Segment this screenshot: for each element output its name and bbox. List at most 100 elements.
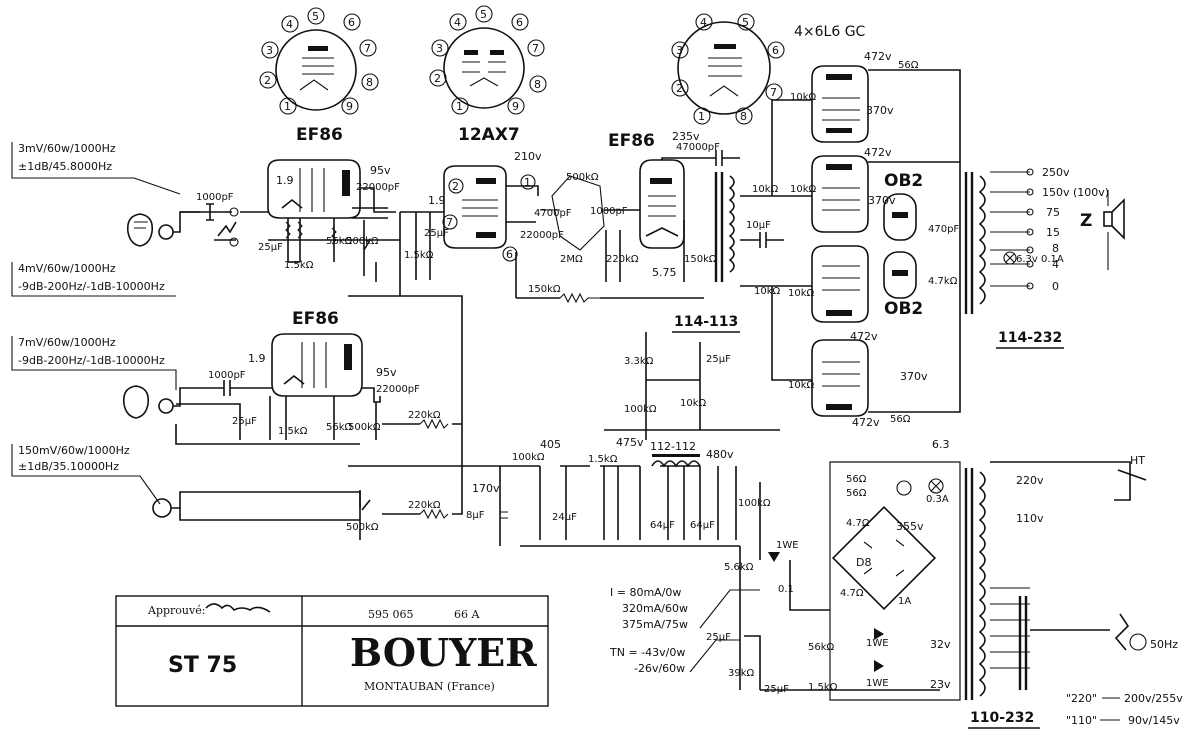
- 12ax7-label: 12AX7: [458, 125, 520, 145]
- svg-text:7: 7: [364, 42, 371, 55]
- pinout-12ax7: 5 4 6 3 7 2 8 1 9: [429, 5, 547, 115]
- v-label-14: 1.9: [248, 352, 266, 365]
- r34-value: 56Ω: [846, 488, 867, 499]
- input-1-level: 3mV/60w/1000Hz: [18, 142, 116, 155]
- r5-value: 2MΩ: [560, 254, 583, 265]
- v-label-13: 472v: [852, 416, 880, 429]
- v-label-18: 475v: [616, 436, 644, 449]
- svg-text:5: 5: [312, 10, 319, 23]
- v-23: 23v: [930, 678, 951, 691]
- svg-text:9: 9: [346, 100, 353, 113]
- tap-250: 250v: [1042, 166, 1070, 179]
- c2-value: 22000pF: [356, 182, 400, 193]
- v-label-11: 472v: [850, 330, 878, 343]
- d2-label: 1WE: [866, 638, 889, 649]
- svg-text:8: 8: [534, 78, 541, 91]
- svg-text:1: 1: [284, 100, 291, 113]
- svg-text:2: 2: [434, 72, 441, 85]
- power-tube-2: [811, 155, 869, 233]
- r2-value: 56kΩ: [326, 236, 353, 247]
- v-label-17: 405: [540, 438, 561, 451]
- input-3-level: 7mV/60w/1000Hz: [18, 336, 116, 349]
- r21-value: 500kΩ: [348, 422, 381, 433]
- svg-text:1: 1: [456, 100, 463, 113]
- input-2-spec: 4mV/60w/1000Hz -9dB-200Hz/-1dB-10000Hz: [11, 262, 176, 297]
- r36-value: 5.6kΩ: [724, 562, 754, 573]
- svg-text:3: 3: [436, 42, 443, 55]
- c11-value: 1000pF: [208, 370, 246, 381]
- svg-text:4: 4: [700, 16, 707, 29]
- approval-signature: [205, 603, 271, 613]
- current-60w: 320mA/60w: [622, 602, 688, 615]
- r3-value: 500kΩ: [346, 236, 379, 247]
- svg-text:8: 8: [366, 76, 373, 89]
- current-idle: I = 80mA/0w: [610, 586, 681, 599]
- city-label: MONTAUBAN (France): [364, 680, 495, 693]
- v-label-15: 95v: [376, 366, 397, 379]
- svg-text:7: 7: [446, 216, 453, 229]
- r30-value: 100kΩ: [624, 404, 657, 415]
- v-32: 32v: [930, 638, 951, 651]
- svg-text:9: 9: [512, 100, 519, 113]
- r26-value: 1.5kΩ: [588, 454, 618, 465]
- microphone-1-icon: [126, 211, 200, 247]
- note-220-b: 200v/255v: [1124, 692, 1183, 705]
- c17-value: 64µF: [690, 520, 715, 531]
- c21-value: 0.1: [778, 584, 794, 595]
- r4-value: 1.5kΩ: [404, 250, 434, 261]
- r28-value: 3.3kΩ: [624, 356, 654, 367]
- tone-network: [540, 175, 605, 251]
- v-label-8: 370v: [866, 104, 894, 117]
- lamp-fuse: 0.3A: [926, 494, 949, 505]
- c8-value: 47000pF: [676, 142, 720, 153]
- svg-text:7: 7: [770, 86, 777, 99]
- v-label-2: 95v: [370, 164, 391, 177]
- c18-value: 25µF: [706, 354, 731, 365]
- r38-value: 1.5kΩ: [808, 682, 838, 693]
- c1-value: 1000pF: [196, 192, 234, 203]
- input-1-response: ±1dB/45.8000Hz: [18, 160, 112, 173]
- svg-text:3: 3: [266, 44, 273, 57]
- c5-value: 22000pF: [520, 230, 564, 241]
- r7-value: 220kΩ: [606, 254, 639, 265]
- 12ax7-stage: [443, 165, 507, 249]
- d1-label: 1WE: [776, 540, 799, 551]
- v-label-19: 480v: [706, 448, 734, 461]
- tap-150: 150v (100v): [1042, 186, 1109, 199]
- r18-value: 4.7kΩ: [928, 276, 958, 287]
- svg-text:1: 1: [698, 110, 705, 123]
- drawing-number: 595 065: [368, 608, 414, 621]
- v-label-16: 170v: [472, 482, 500, 495]
- r6-value: 500kΩ: [566, 172, 599, 183]
- ob2-regulator-1: [883, 193, 917, 241]
- microphone-2-icon: [122, 385, 210, 419]
- brand-name: BOUYER: [350, 630, 537, 675]
- v-label-7: 472v: [864, 50, 892, 63]
- tap-15: 15: [1046, 226, 1060, 239]
- ef86-stage-driver: [639, 159, 685, 249]
- output-xfmr-ref: 114-232: [998, 330, 1062, 346]
- r10-value: 10kΩ: [790, 92, 817, 103]
- pilot-lamp-icon: [1003, 251, 1017, 265]
- svg-text:6: 6: [506, 248, 513, 261]
- r31-value: 4.7Ω: [846, 518, 870, 529]
- mains-freq: 50Hz: [1150, 638, 1178, 651]
- power-tube-1: [811, 65, 869, 143]
- power-supply: [739, 461, 961, 701]
- power-tube-4: [811, 339, 869, 417]
- r16-value: 56Ω: [898, 60, 919, 71]
- v-label-6: 5.75: [652, 266, 677, 279]
- r22-value: 220kΩ: [408, 410, 441, 421]
- ef86-stage-1: [267, 159, 361, 219]
- ht-switch-label: HT: [1130, 454, 1145, 467]
- svg-text:5: 5: [742, 16, 749, 29]
- output-taps: [990, 168, 1034, 290]
- power-tubes-label: 4×6L6 GC: [794, 24, 866, 40]
- r35-value: 39kΩ: [728, 668, 755, 679]
- svg-text:6: 6: [348, 16, 355, 29]
- tap-75: 75: [1046, 206, 1060, 219]
- svg-text:8: 8: [740, 110, 747, 123]
- mains-110: 110v: [1016, 512, 1044, 525]
- resistors-stage-1: [285, 221, 337, 245]
